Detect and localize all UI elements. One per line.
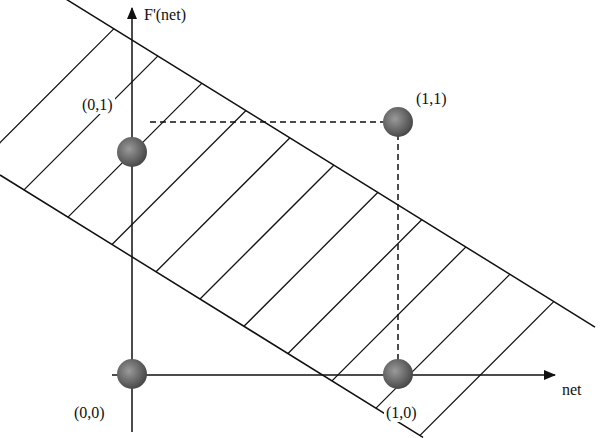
- point-label: (1,0): [384, 404, 419, 422]
- dashed-guide: [150, 122, 398, 360]
- hatch-line: [156, 138, 290, 272]
- hatch-line: [288, 220, 422, 354]
- hatch-line: [200, 165, 334, 299]
- hatch-line: [24, 56, 158, 190]
- point-dot: [383, 107, 413, 137]
- axis-label: F'(net): [142, 6, 188, 24]
- upper-boundary-line: [60, 0, 595, 327]
- hatch-line: [420, 301, 554, 435]
- hatch-line: [68, 83, 202, 217]
- point-label: (0,0): [72, 404, 107, 422]
- point-label: (1,1): [414, 90, 449, 108]
- hatch-line: [376, 274, 510, 408]
- hatch-line: [244, 192, 378, 326]
- axis-label: net: [560, 381, 584, 399]
- point-label: (0,1): [80, 96, 115, 114]
- point-dot: [383, 359, 413, 389]
- point-dot: [117, 137, 147, 167]
- point-dot: [117, 359, 147, 389]
- hatching: [0, 29, 554, 436]
- hatch-line: [0, 29, 114, 163]
- lower-boundary-line: [0, 175, 423, 437]
- x-axis: [112, 374, 555, 376]
